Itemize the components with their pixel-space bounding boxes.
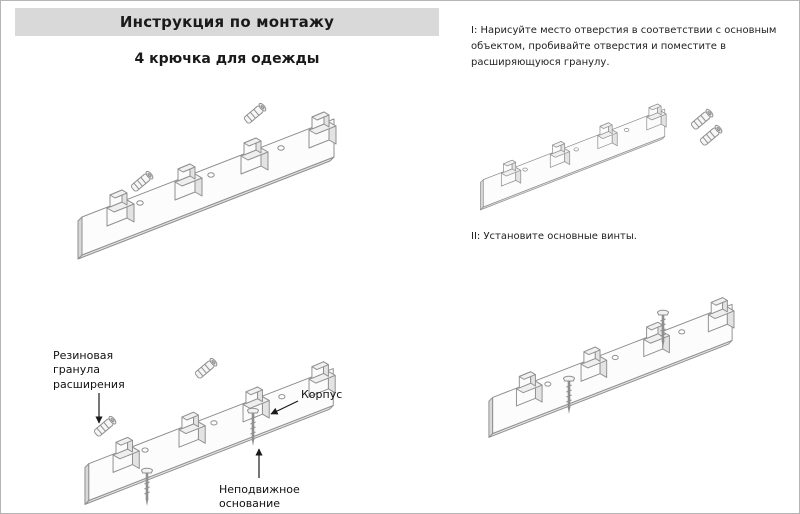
page-title: Инструкция по монтажу <box>119 13 335 31</box>
wall-anchor-icon <box>698 123 724 148</box>
figure-parts <box>41 356 453 508</box>
figure-step1 <box>469 85 724 233</box>
wall-anchor-icon <box>92 414 118 439</box>
label-fixed-base: Неподвижное основание <box>219 483 300 511</box>
step-1-text: I: Нарисуйте место отверстия в соответст… <box>471 25 777 68</box>
figure-step2 <box>479 273 800 445</box>
hook-rail-drawing <box>480 104 666 210</box>
title-banner: Инструкция по монтажу <box>15 8 439 36</box>
page-subtitle: 4 крючка для одежды <box>134 51 320 67</box>
wall-anchor-icon <box>689 107 715 132</box>
label-rubber-granule: Резиновая гранула расширения <box>53 349 125 391</box>
label-body: Корпус <box>301 388 343 401</box>
figure-overview <box>41 101 381 283</box>
hook-rail-drawing <box>489 298 734 438</box>
wall-anchor-icon <box>193 356 219 381</box>
hook-rail-drawing <box>78 112 336 259</box>
wall-anchor-icon <box>242 101 268 126</box>
wall-anchor-icon <box>129 169 155 194</box>
step-2-text: II: Установите основные винты. <box>471 231 637 242</box>
pointer-arrow-icon <box>270 400 299 415</box>
